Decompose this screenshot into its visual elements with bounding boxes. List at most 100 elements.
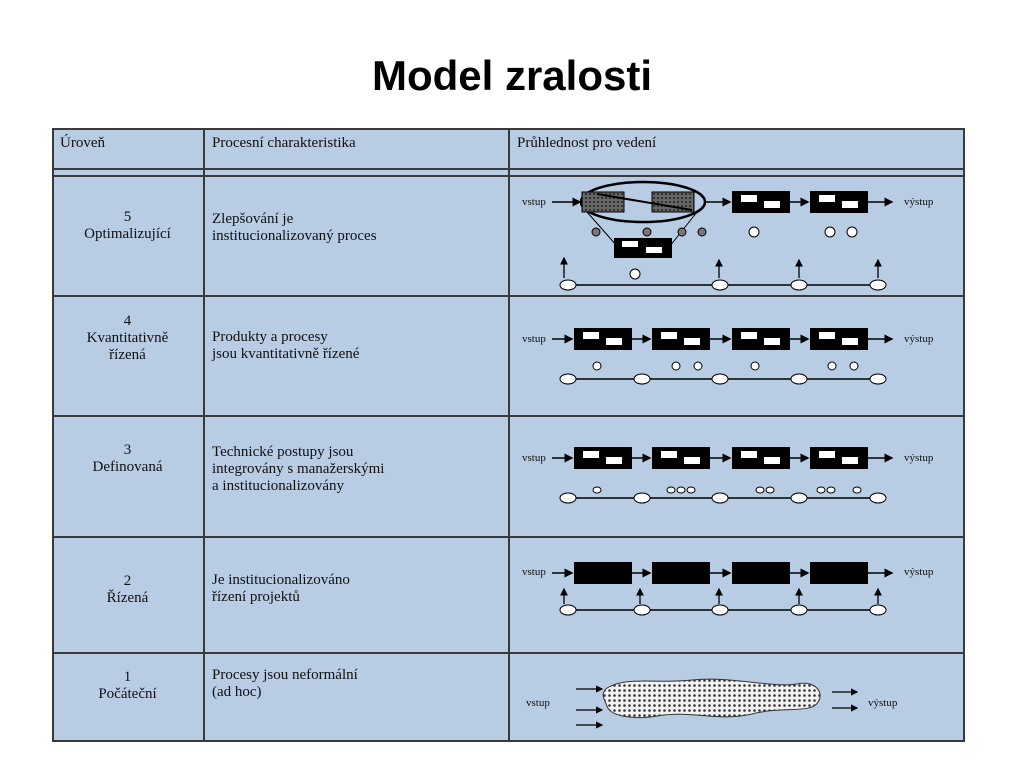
diagram-level-1: vstup výstup [526, 678, 898, 729]
input-label: vstup [522, 452, 546, 464]
process-box [810, 447, 868, 469]
milestone [790, 492, 808, 504]
table-row: 5 Optimalizující Zlepšování je instituci… [52, 176, 965, 295]
diagram-level-5: vstup výstup [522, 180, 934, 291]
level-cell: 2 Řízená [52, 573, 203, 607]
header-characteristic: Procesní charakteristika [204, 128, 508, 168]
milestone [790, 279, 808, 291]
milestone [633, 604, 651, 616]
level-cell: 3 Definovaná [52, 442, 203, 476]
milestone [790, 373, 808, 385]
level-name: řízená [109, 347, 146, 363]
characteristic-cell: Produkty a procesy jsou kvantitativně ří… [204, 296, 508, 415]
milestone [559, 604, 577, 616]
level-name: Optimalizující [84, 226, 171, 242]
process-box [732, 447, 790, 469]
output-label: výstup [904, 452, 934, 464]
diagram-level-3: vstup výstup [522, 447, 934, 504]
process-box [574, 562, 632, 584]
input-label: vstup [526, 697, 550, 709]
output-label: výstup [904, 196, 934, 208]
process-box [574, 328, 632, 350]
level-number: 2 [123, 573, 132, 589]
output-label: výstup [904, 333, 934, 345]
milestone [869, 279, 887, 291]
level-cell: 4 Kvantitativně řízená [52, 313, 203, 364]
level-name: Kvantitativně [86, 330, 169, 346]
characteristic-cell: Technické postupy jsou integrovány s man… [204, 416, 508, 536]
milestone [711, 279, 729, 291]
table-row: 4 Kvantitativně řízená Produkty a proces… [52, 296, 965, 415]
milestone [869, 373, 887, 385]
level-number: 4 [123, 313, 132, 329]
milestone [711, 373, 729, 385]
header-visibility: Průhlednost pro vedení [509, 128, 965, 168]
characteristic-line: jsou kvantitativně řízené [212, 346, 360, 362]
output-label: výstup [904, 566, 934, 578]
header-visibility-label: Průhlednost pro vedení [517, 135, 657, 151]
characteristic-line: Technické postupy jsou [212, 444, 354, 460]
table-row: 2 Řízená Je institucionalizováno řízení … [52, 537, 965, 652]
milestone [559, 373, 577, 385]
characteristic-line: Procesy jsou neformální [212, 667, 358, 683]
milestone [559, 492, 577, 504]
milestone [869, 604, 887, 616]
process-box-shaded [651, 191, 695, 213]
level-name: Počáteční [98, 686, 157, 702]
visibility-diagrams: vstup výstup [522, 180, 934, 729]
characteristic-cell: Procesy jsou neformální (ad hoc) [204, 653, 508, 740]
table-row: 1 Počáteční Procesy jsou neformální (ad … [52, 653, 965, 740]
input-label: vstup [522, 333, 546, 345]
process-box [652, 447, 710, 469]
process-box [652, 328, 710, 350]
milestone [633, 492, 651, 504]
cross-line [596, 193, 693, 211]
characteristic-line: integrovány s manažerskými [212, 461, 385, 477]
input-label: vstup [522, 566, 546, 578]
characteristic-cell: Zlepšování je institucionalizovaný proce… [204, 176, 508, 295]
level-number: 3 [123, 442, 132, 458]
level-name: Definovaná [92, 459, 163, 475]
characteristic-line: Je institucionalizováno [212, 572, 350, 588]
process-box [732, 328, 790, 350]
characteristic-line: řízení projektů [212, 589, 300, 605]
milestone [790, 604, 808, 616]
level-name: Řízená [106, 590, 149, 606]
characteristic-line: a institucionalizovány [212, 478, 345, 494]
header-level-label: Úroveň [60, 135, 105, 151]
slide-title: Model zralosti [371, 52, 653, 99]
characteristic-line: institucionalizovaný proces [212, 228, 377, 244]
grid-line [52, 128, 54, 742]
characteristic-line: (ad hoc) [212, 684, 262, 700]
grid-line [203, 128, 205, 742]
table-header: Úroveň Procesní charakteristika Průhledn… [52, 128, 965, 168]
process-box [732, 191, 790, 213]
output-label: výstup [868, 697, 898, 709]
level-cell: 1 Počáteční [52, 669, 203, 703]
diagram-level-2: vstup výstup [522, 562, 934, 616]
process-box [810, 562, 868, 584]
level-number: 1 [123, 669, 132, 685]
process-box [574, 447, 632, 469]
diagram-level-4: vstup výstup [522, 328, 934, 385]
maturity-table: Úroveň Procesní charakteristika Průhledn… [52, 128, 965, 742]
adhoc-cloud [602, 678, 821, 719]
input-label: vstup [522, 196, 546, 208]
level-number: 5 [123, 209, 132, 225]
characteristic-line: Zlepšování je [212, 211, 294, 227]
process-box [810, 191, 868, 213]
process-box [652, 562, 710, 584]
header-level: Úroveň [52, 128, 203, 168]
milestone [869, 492, 887, 504]
milestone [559, 279, 577, 291]
level-cell: 5 Optimalizující [52, 209, 203, 243]
process-box [810, 328, 868, 350]
process-box [732, 562, 790, 584]
header-characteristic-label: Procesní charakteristika [212, 135, 356, 151]
milestone [711, 492, 729, 504]
grid-line [508, 128, 510, 742]
milestone [711, 604, 729, 616]
table-row: 3 Definovaná Technické postupy jsou inte… [52, 416, 965, 536]
characteristic-line: Produkty a procesy [212, 329, 328, 345]
milestone [633, 373, 651, 385]
